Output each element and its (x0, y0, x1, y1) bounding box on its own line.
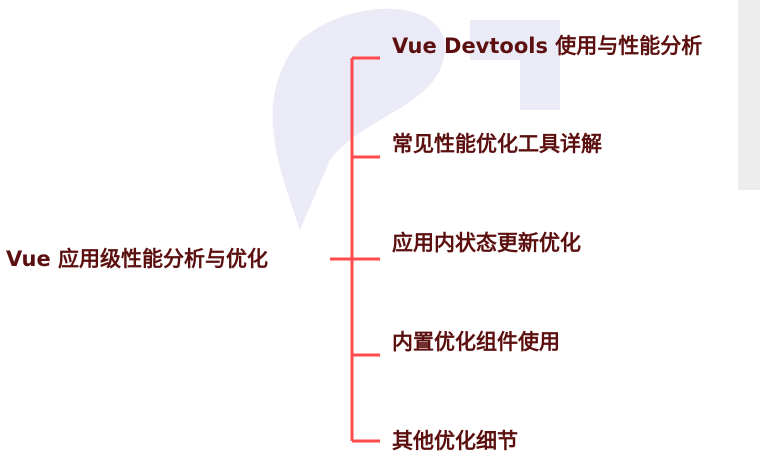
watermark-shape-left (272, 8, 446, 230)
watermark-block (738, 0, 760, 190)
root-node: Vue 应用级性能分析与优化 (6, 247, 269, 271)
child-node-other-details: 其他优化细节 (392, 429, 518, 453)
child-node-state-update: 应用内状态更新优化 (392, 231, 581, 255)
child-node-builtin-components: 内置优化组件使用 (392, 330, 560, 354)
watermark-shape-right (470, 20, 560, 110)
child-node-tools: 常见性能优化工具详解 (392, 132, 602, 156)
child-node-devtools: Vue Devtools 使用与性能分析 (392, 34, 703, 58)
